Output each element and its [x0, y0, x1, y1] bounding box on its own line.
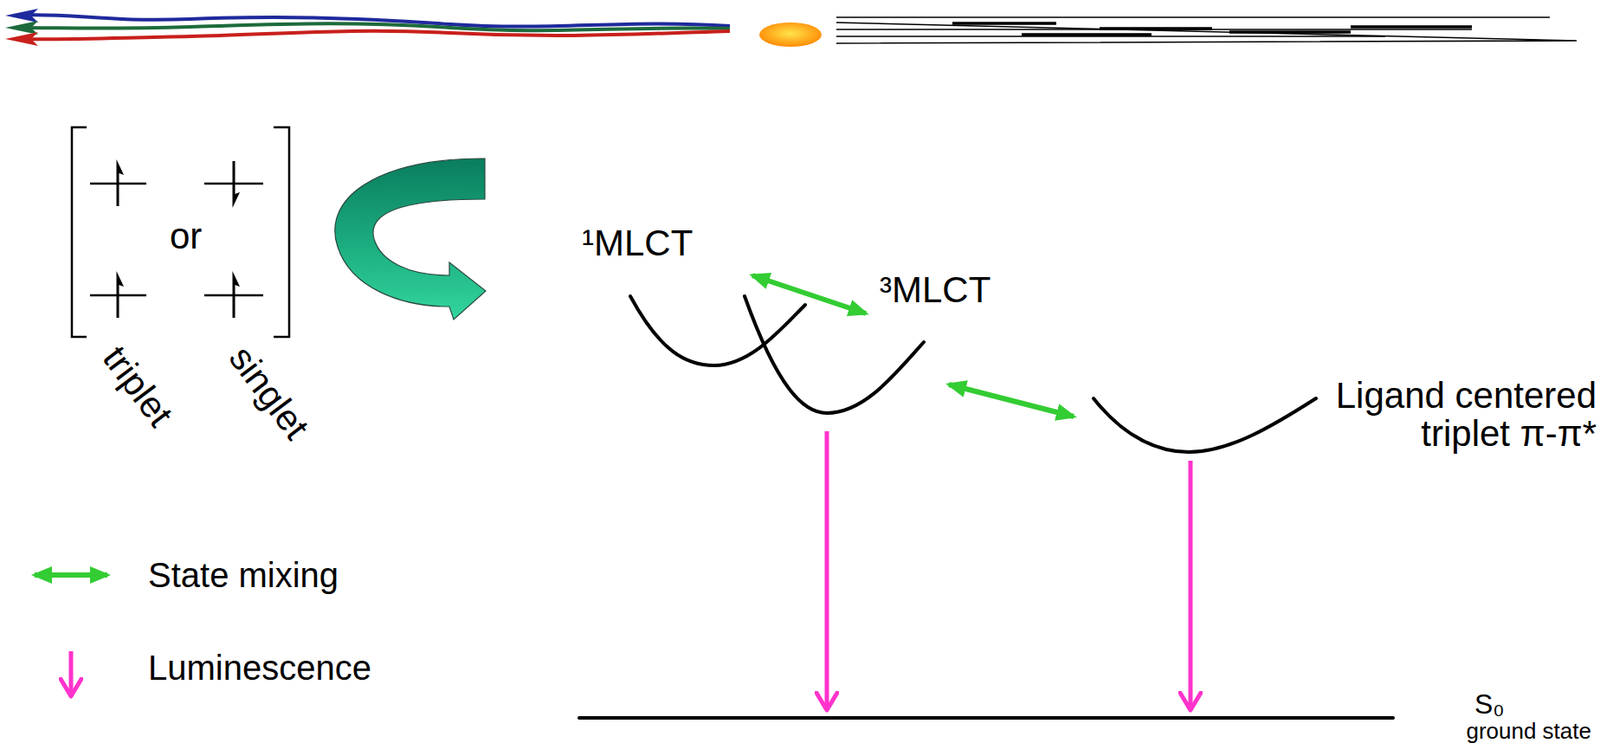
or-label: or [169, 215, 202, 258]
curved-arrow [335, 158, 486, 320]
outgoing-beams [836, 17, 1577, 44]
state-label: S₀ [1474, 688, 1505, 721]
ground-state: S₀ground state [579, 688, 1595, 749]
state-label: ground state [1465, 718, 1592, 745]
ligand-triplet-state: Ligand centered triplet π-π* [1073, 374, 1597, 461]
state-mixing-arrow [948, 384, 1074, 417]
luminescence-arrow [825, 431, 830, 710]
triplet-label: triplet [94, 338, 181, 435]
state-mixing-arrow [752, 275, 866, 314]
state-label: ³MLCT [879, 269, 991, 311]
singlet-mlct-state: ¹MLCT [581, 220, 816, 373]
spin-arrows [116, 159, 241, 318]
state-label: Ligand centered triplet π-π* [1328, 376, 1597, 453]
singlet-label: singlet [220, 338, 318, 448]
spin-orbitals [90, 183, 264, 296]
light-beams [5, 8, 730, 46]
triplet-mlct-state: ³MLCT [742, 266, 1026, 432]
legend-text: State mixing [148, 554, 339, 595]
legend-text: Luminescence [148, 647, 372, 688]
legend-luminescence-sample [69, 651, 74, 697]
bracket [71, 127, 290, 337]
legend-mixing-sample [34, 572, 108, 578]
luminescence-arrow [1188, 460, 1194, 710]
energy-curve [579, 688, 1595, 749]
molecule-oval [759, 22, 822, 47]
state-label: ¹MLCT [581, 222, 693, 265]
